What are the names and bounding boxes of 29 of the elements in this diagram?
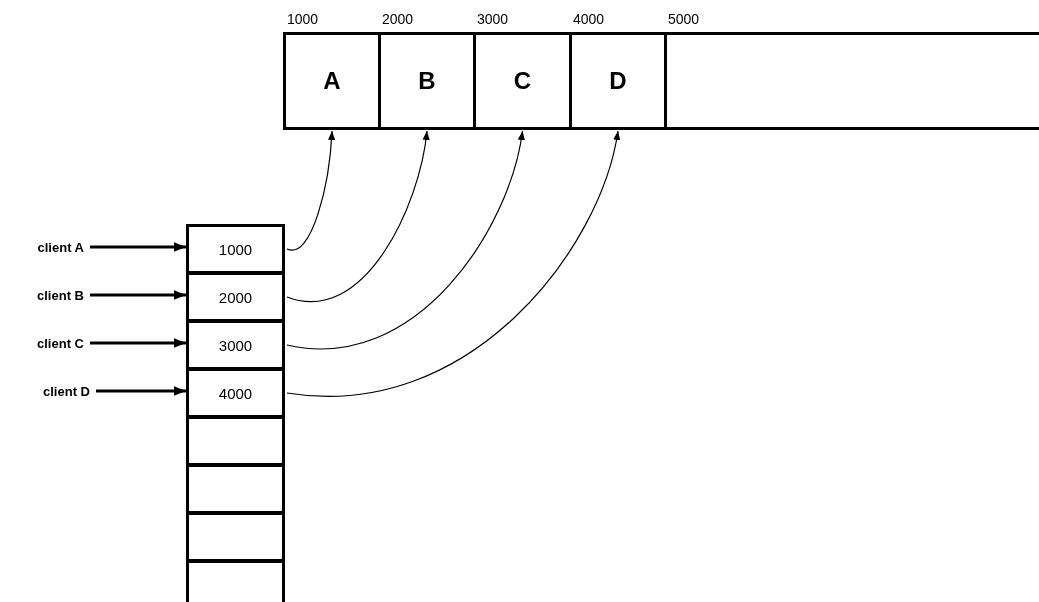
address-label: 5000 xyxy=(668,11,700,27)
address-label: 2000 xyxy=(382,11,414,27)
curved-arrow xyxy=(286,130,335,251)
curved-arrow xyxy=(286,130,525,350)
address-label: 1000 xyxy=(287,11,319,27)
empty-memory-cell xyxy=(186,416,285,466)
curved-arrow xyxy=(286,130,620,397)
memory-cell: D xyxy=(569,32,667,130)
empty-memory-cell xyxy=(186,512,285,562)
client-label: client B xyxy=(37,287,84,303)
empty-memory-cell xyxy=(186,560,285,602)
memory-cell: B xyxy=(378,32,476,130)
memory-cell: C xyxy=(473,32,572,130)
memory-cell: 1000 xyxy=(186,224,285,274)
memory-cell: A xyxy=(283,32,381,130)
thick-arrow xyxy=(96,386,186,396)
client-label: client C xyxy=(37,335,84,351)
thick-arrow xyxy=(90,338,186,348)
client-label: client A xyxy=(37,239,84,255)
thick-arrow xyxy=(90,242,186,252)
thick-arrow xyxy=(90,290,186,300)
address-label: 4000 xyxy=(573,11,605,27)
memory-cell: 3000 xyxy=(186,320,285,370)
curved-arrow xyxy=(286,130,430,303)
memory-cell: 2000 xyxy=(186,272,285,322)
memory-cell: 4000 xyxy=(186,368,285,418)
client-label: client D xyxy=(43,383,90,399)
empty-memory-cell xyxy=(186,464,285,514)
address-label: 3000 xyxy=(477,11,509,27)
